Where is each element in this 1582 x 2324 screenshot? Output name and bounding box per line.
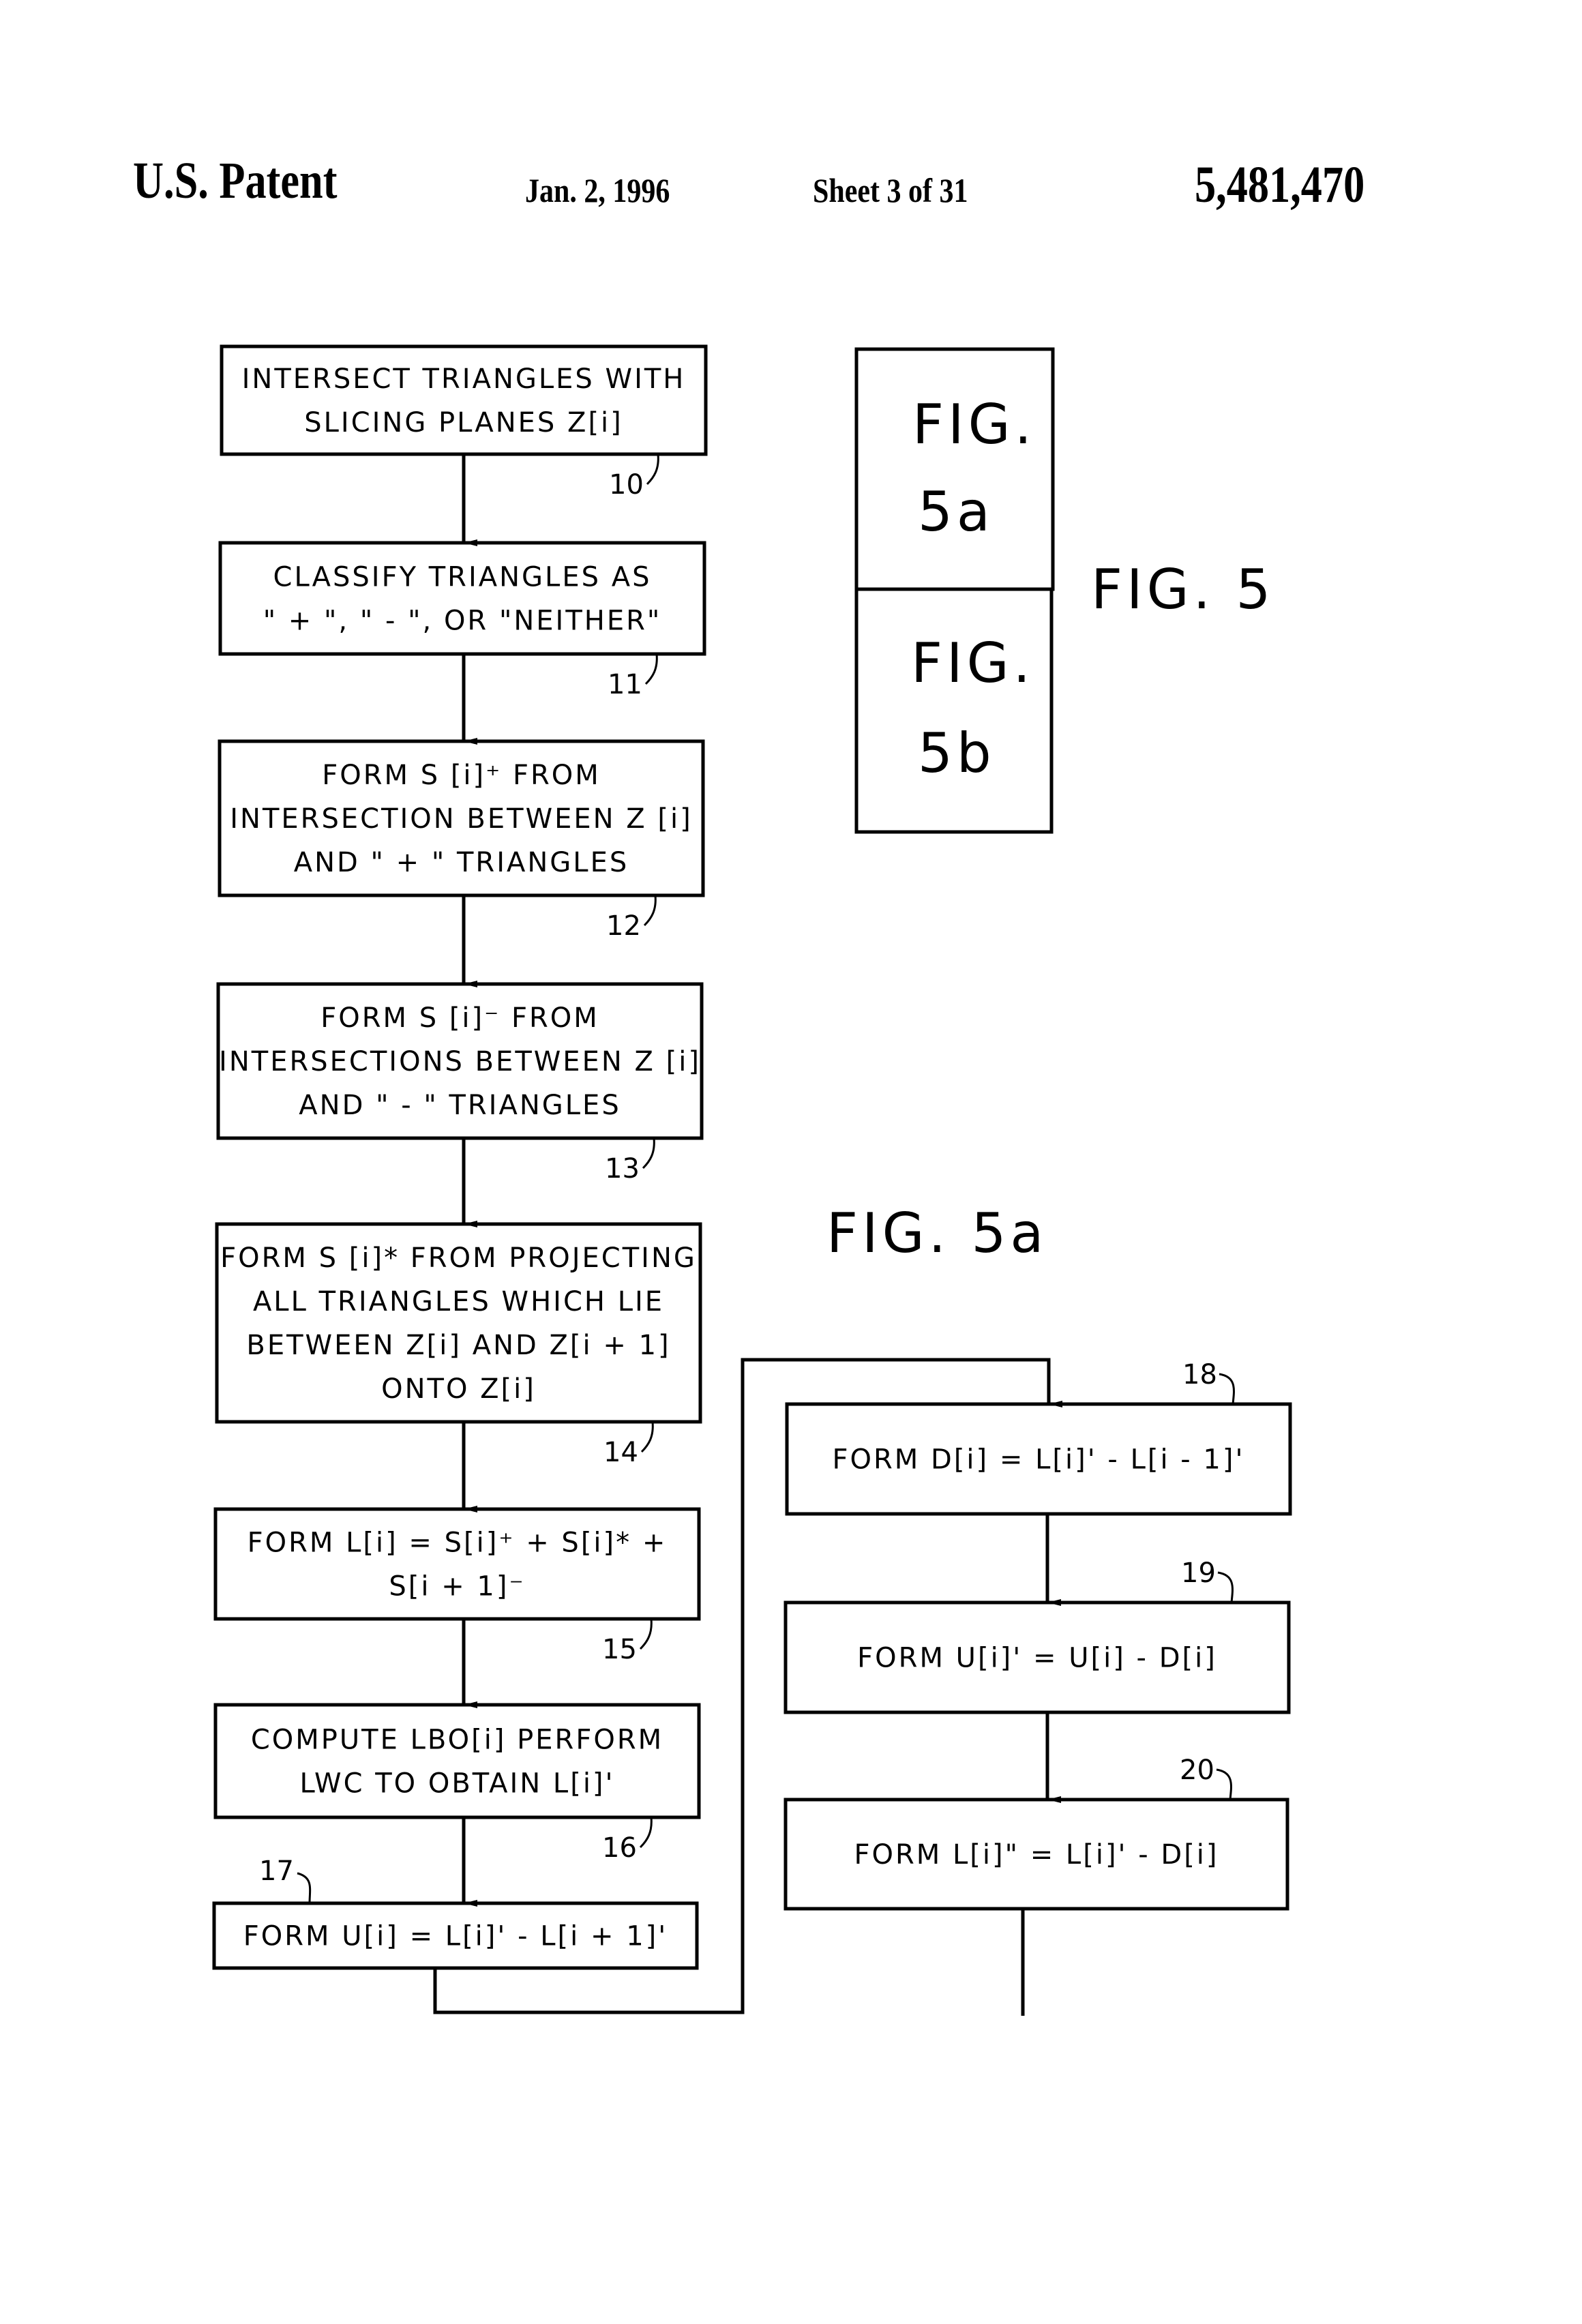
reference-numeral: 12	[606, 910, 641, 942]
step-19: FORM U[i]' = U[i] - D[i] 19	[786, 1558, 1289, 1712]
reference-numeral: 14	[603, 1437, 638, 1468]
leader-line	[642, 1422, 653, 1452]
step-text-line: SLICING PLANES Z[i]	[304, 407, 623, 438]
leader-line	[1218, 1573, 1232, 1603]
step-text-line: FORM S [i]⁻ FROM	[320, 1002, 599, 1034]
reference-numeral: 13	[605, 1153, 640, 1185]
reference-numeral: 18	[1182, 1359, 1217, 1390]
leader-line	[646, 654, 657, 684]
step-14: FORM S [i]* FROM PROJECTING ALL TRIANGLES…	[217, 1224, 700, 1468]
step-text-line: FORM S [i]⁺ FROM	[322, 760, 601, 791]
step-18: FORM D[i] = L[i]' - L[i - 1]' 18	[787, 1359, 1290, 1514]
step-text-line: ONTO Z[i]	[381, 1373, 536, 1405]
step-text-line: " + ", " - ", OR "NEITHER"	[263, 606, 662, 637]
figure-5-label: FIG. 5	[1091, 558, 1274, 621]
step-text-line: AND " - " TRIANGLES	[299, 1090, 621, 1121]
leader-line	[640, 1817, 651, 1847]
leader-line	[647, 454, 658, 484]
step-text-line: CLASSIFY TRIANGLES AS	[273, 562, 652, 593]
step-16: COMPUTE LBO[i] PERFORM LWC TO OBTAIN L[i]…	[215, 1705, 699, 1864]
step-box	[215, 1509, 699, 1619]
step-text-line: INTERSECTION BETWEEN Z [i]	[230, 803, 693, 835]
step-text-line: ALL TRIANGLES WHICH LIE	[253, 1286, 664, 1317]
step-text-line: BETWEEN Z[i] AND Z[i + 1]	[246, 1330, 670, 1361]
step-text-line: FORM U[i]' = U[i] - D[i]	[857, 1643, 1217, 1674]
reference-numeral: 19	[1181, 1558, 1216, 1589]
key-5b-line2: 5b	[918, 721, 996, 785]
step-text-line: LWC TO OBTAIN L[i]'	[299, 1768, 614, 1800]
step-text-line: INTERSECTIONS BETWEEN Z [i]	[219, 1046, 701, 1077]
leader-line	[644, 895, 655, 925]
step-text-line: INTERSECT TRIANGLES WITH	[242, 363, 686, 395]
reference-numeral: 17	[259, 1856, 294, 1887]
step-text-line: FORM D[i] = L[i]' - L[i - 1]'	[833, 1444, 1245, 1476]
key-box-5b	[856, 589, 1051, 832]
key-5a-line2: 5a	[918, 480, 994, 543]
leader-line	[1219, 1374, 1234, 1404]
reference-numeral: 15	[602, 1634, 637, 1665]
step-12: FORM S [i]⁺ FROM INTERSECTION BETWEEN Z […	[220, 741, 703, 942]
step-text-line: COMPUTE LBO[i] PERFORM	[251, 1725, 663, 1756]
figure-5a-label: FIG. 5a	[826, 1202, 1047, 1265]
leader-line	[640, 1619, 651, 1649]
step-text-line: S[i + 1]⁻	[389, 1571, 525, 1603]
leader-line	[643, 1138, 654, 1168]
step-text-line: FORM U[i] = L[i]' - L[i + 1]'	[243, 1921, 668, 1952]
step-13: FORM S [i]⁻ FROM INTERSECTIONS BETWEEN Z …	[218, 984, 702, 1185]
key-5b-line1: FIG.	[911, 631, 1034, 695]
step-box	[220, 543, 704, 654]
key-box-5a	[856, 349, 1053, 589]
step-15: FORM L[i] = S[i]⁺ + S[i]* + S[i + 1]⁻ 15	[215, 1509, 699, 1665]
step-20: FORM L[i]" = L[i]' - D[i] 20	[786, 1755, 1287, 1909]
leader-line	[297, 1873, 310, 1903]
step-17: FORM U[i] = L[i]' - L[i + 1]' 17	[214, 1856, 697, 1968]
step-text-line: FORM L[i] = S[i]⁺ + S[i]* +	[248, 1528, 668, 1559]
key-5a-line1: FIG.	[912, 393, 1036, 456]
leader-line	[1217, 1770, 1231, 1800]
step-text-line: FORM L[i]" = L[i]' - D[i]	[854, 1839, 1219, 1871]
figure-key: FIG. 5a FIG. 5b FIG. 5	[856, 349, 1274, 832]
reference-numeral: 16	[602, 1832, 637, 1864]
reference-numeral: 11	[608, 669, 642, 700]
reference-numeral: 20	[1180, 1755, 1214, 1786]
step-box	[215, 1705, 699, 1817]
reference-numeral: 10	[609, 469, 644, 501]
step-text-line: AND " + " TRIANGLES	[294, 847, 629, 878]
step-text-line: FORM S [i]* FROM PROJECTING	[220, 1242, 697, 1274]
